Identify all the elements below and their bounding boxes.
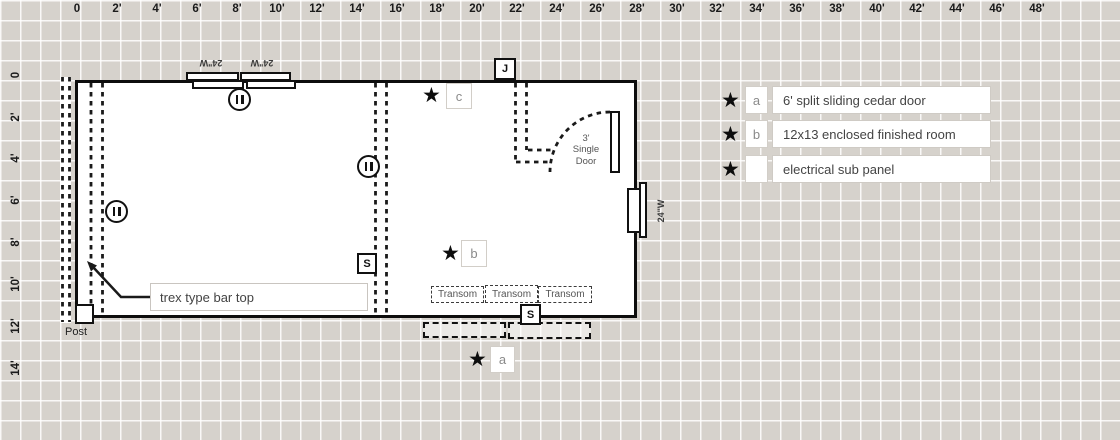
legend-row: ★ b 12x13 enclosed finished room — [721, 120, 991, 148]
legend-description[interactable]: 12x13 enclosed finished room — [772, 120, 991, 148]
ruler-tick-left: 10' — [10, 276, 22, 292]
legend-letter[interactable] — [745, 155, 768, 183]
ruler-tick-top: 14' — [349, 3, 365, 15]
star-icon[interactable]: ★ — [441, 242, 460, 265]
star-icon: ★ — [721, 157, 740, 181]
ruler-tick-top: 32' — [709, 3, 725, 15]
sliding-door-panel[interactable] — [423, 322, 506, 338]
transom-label[interactable]: Transom — [538, 286, 592, 303]
ruler-tick-left: 14' — [10, 360, 22, 376]
ruler-tick-top: 10' — [269, 3, 285, 15]
ruler-tick-top: 36' — [789, 3, 805, 15]
switch-symbol[interactable]: S — [520, 304, 541, 325]
window-width-label[interactable]: 24"W — [656, 199, 666, 223]
ruler-tick-top: 20' — [469, 3, 485, 15]
ruler-tick-top: 0 — [73, 3, 81, 15]
ruler-tick-top: 30' — [669, 3, 685, 15]
ruler-tick-top: 16' — [389, 3, 405, 15]
star-icon[interactable]: ★ — [468, 348, 487, 371]
ruler-tick-top: 42' — [909, 3, 925, 15]
ruler-tick-top: 24' — [549, 3, 565, 15]
marker-b[interactable]: b — [461, 240, 487, 267]
star-icon: ★ — [721, 88, 740, 112]
marker-c[interactable]: c — [446, 83, 472, 109]
ruler-tick-top: 26' — [589, 3, 605, 15]
duplex-outlet-icon[interactable] — [228, 88, 251, 111]
post-label: Post — [64, 326, 87, 338]
star-icon: ★ — [721, 122, 740, 146]
ruler-tick-top: 28' — [629, 3, 645, 15]
single-door-leaf[interactable] — [610, 111, 620, 173]
junction-box-symbol[interactable]: J — [494, 58, 516, 80]
single-door-label[interactable]: 3' Single Door — [572, 133, 600, 167]
transom-label[interactable]: Transom — [431, 286, 484, 303]
ruler-tick-top: 34' — [749, 3, 765, 15]
window-top-2[interactable] — [246, 80, 296, 89]
ruler-tick-top: 8' — [232, 3, 242, 15]
ruler-tick-top: 22' — [509, 3, 525, 15]
ruler-tick-top: 44' — [949, 3, 965, 15]
window-width-label[interactable]: 24"W — [199, 58, 223, 68]
legend-description[interactable]: electrical sub panel — [772, 155, 991, 183]
sliding-door-panel[interactable] — [508, 322, 591, 339]
ruler-tick-top: 46' — [989, 3, 1005, 15]
post-symbol[interactable] — [75, 304, 94, 324]
ruler-tick-top: 48' — [1029, 3, 1045, 15]
legend-letter[interactable]: a — [745, 86, 768, 114]
ruler-tick-top: 18' — [429, 3, 445, 15]
window-top-1[interactable] — [192, 80, 244, 89]
bar-top-callout[interactable]: trex type bar top — [150, 283, 368, 311]
legend-row: ★ a 6' split sliding cedar door — [721, 86, 991, 114]
bar-top-strip — [60, 77, 71, 323]
transom-label[interactable]: Transom — [485, 285, 538, 303]
ruler-tick-left: 6' — [10, 195, 22, 205]
building-outline[interactable] — [75, 80, 637, 318]
star-icon[interactable]: ★ — [422, 84, 441, 107]
ruler-tick-top: 6' — [192, 3, 202, 15]
ruler-tick-top: 38' — [829, 3, 845, 15]
window-right[interactable] — [639, 182, 647, 238]
ruler-tick-left: 0 — [10, 71, 22, 79]
legend-description[interactable]: 6' split sliding cedar door — [772, 86, 991, 114]
ruler-tick-left: 12' — [10, 318, 22, 334]
legend-letter[interactable]: b — [745, 120, 768, 148]
duplex-outlet-icon[interactable] — [357, 155, 380, 178]
duplex-outlet-icon[interactable] — [105, 200, 128, 223]
marker-a[interactable]: a — [490, 346, 515, 373]
ruler-tick-top: 4' — [152, 3, 162, 15]
legend-row: ★ electrical sub panel — [721, 155, 991, 183]
window-width-label[interactable]: 24"W — [250, 58, 274, 68]
ruler-tick-left: 8' — [10, 237, 22, 247]
ruler-tick-left: 2' — [10, 112, 22, 122]
ruler-tick-top: 2' — [112, 3, 122, 15]
switch-symbol[interactable]: S — [357, 253, 377, 274]
ruler-tick-top: 40' — [869, 3, 885, 15]
ruler-tick-top: 12' — [309, 3, 325, 15]
ruler-tick-left: 4' — [10, 153, 22, 163]
